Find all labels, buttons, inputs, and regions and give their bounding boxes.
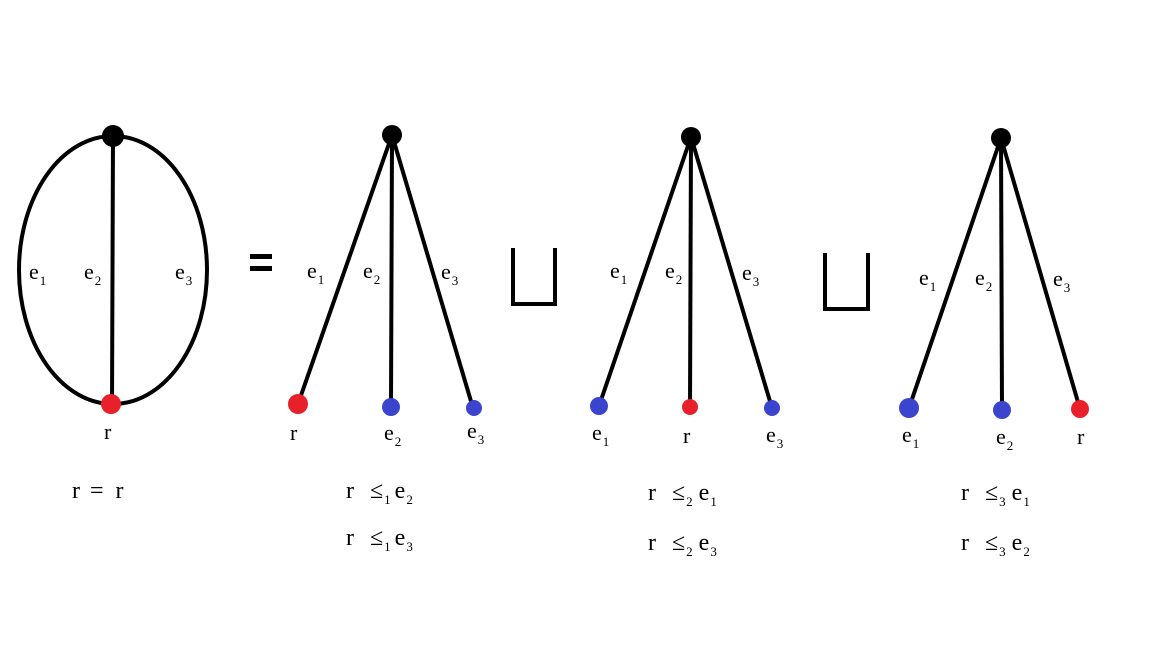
tree-3-leaf-label-2: e2: [996, 424, 1013, 453]
tree-1-leaf-label-3: e3: [467, 418, 484, 447]
tree-1-edge-label-3: e3: [441, 259, 458, 288]
union-symbol-2: [823, 253, 870, 311]
tree-1-edge-label-2: e2: [363, 258, 380, 287]
tree-2-leaf-label-2: r: [683, 423, 691, 448]
tree-1-leaf-label-2: e2: [384, 420, 401, 449]
tree-2-edge-label-1: e1: [610, 258, 627, 287]
tree-2-leaf-label-3: e3: [766, 422, 783, 451]
theta-root-label: r: [104, 419, 112, 444]
tree-2-top-vertex: [681, 127, 701, 147]
tree-2-edge-2: [688, 136, 693, 408]
tree-3-leaf-label-3: r: [1077, 424, 1085, 449]
union-symbol-1: [511, 248, 557, 306]
tree-1-edge-label-1: e1: [307, 258, 324, 287]
tree-3-edge-label-3: e3: [1053, 266, 1070, 295]
theta-edge-label-3: e3: [175, 259, 192, 288]
tree-1-leaf-label-1: r: [290, 420, 298, 445]
tree-3-leaf-1: [899, 398, 919, 418]
tree-1-top-vertex: [382, 125, 402, 145]
tree-1-leaf-1: [288, 394, 308, 414]
equals-sign: [250, 254, 272, 271]
theta-root-vertex: [101, 394, 121, 414]
tree-3-edge-2: [999, 137, 1004, 411]
theta-middle-edge: [110, 135, 115, 405]
tree-3-edge-label-2: e2: [975, 265, 992, 294]
tree-2-leaf-2: [682, 399, 698, 415]
tree-3-edge-3: [999, 137, 1082, 410]
tree-2-edge-1: [597, 136, 693, 407]
theta-top-vertex: [102, 125, 124, 147]
tree-3-edge-1: [907, 137, 1003, 409]
tree-2-leaf-1: [590, 397, 608, 415]
theta-edge-label-1: e1: [29, 259, 46, 288]
tree-1-edge-1: [296, 134, 394, 405]
tree-2-leaf-label-1: e1: [592, 420, 609, 449]
tree-1-leaf-2: [382, 398, 400, 416]
tree-3-leaf-label-1: e1: [902, 422, 919, 451]
tree-3-leaf-3: [1071, 400, 1089, 418]
tree-3-leaf-2: [993, 401, 1011, 419]
theta-edge-label-2: e2: [84, 259, 101, 288]
tree-1-leaf-3: [466, 400, 482, 416]
tree-2-leaf-3: [764, 400, 780, 416]
tree-1-edge-3: [390, 134, 475, 409]
theta-caption: r=r: [72, 478, 124, 504]
theta-graph: e1 e2 e3 r r=r: [17, 125, 209, 504]
tree-3-top-vertex: [991, 128, 1011, 148]
tree-2-edge-label-3: e3: [742, 260, 759, 289]
tree-2-edge-label-2: e2: [665, 258, 682, 287]
tree-3-edge-label-1: e1: [919, 265, 936, 294]
tree-2-edge-3: [689, 136, 774, 409]
tree-1-edge-2: [389, 134, 394, 408]
